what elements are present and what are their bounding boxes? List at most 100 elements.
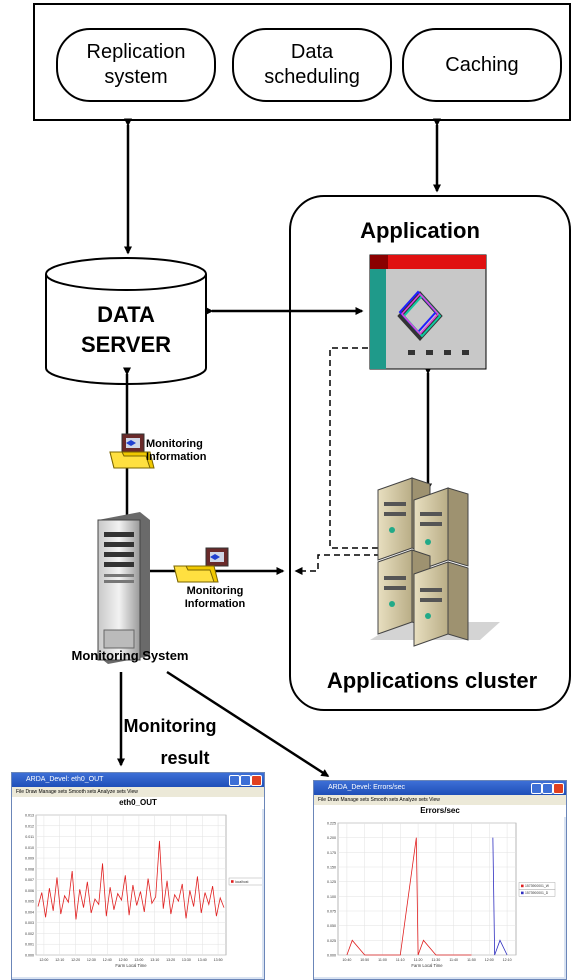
- x-tick-label: 10:50: [360, 958, 369, 962]
- x-tick-label: 11:00: [378, 958, 387, 962]
- x-tick-label: 12:20: [71, 958, 80, 962]
- chart-eth0: 0.000 0.001 0.002 0.003 0.004 0.005 0.006 0.007…: [12, 809, 262, 977]
- y-tick-label: 0.100: [327, 895, 336, 899]
- y-tick-label: 0.025: [327, 939, 336, 943]
- y-tick-label: 0.050: [327, 924, 336, 928]
- replication-system-node: Replication system: [56, 28, 216, 102]
- x-tick-label: 11:10: [396, 958, 405, 962]
- chart-title: eth0_OUT: [12, 797, 264, 809]
- y-tick-label: 0.000: [25, 954, 34, 958]
- x-tick-label: 12:10: [503, 958, 512, 962]
- folder-icon-bottom: [173, 547, 229, 583]
- y-tick-label: 0.006: [25, 889, 34, 893]
- x-tick-label: 13:20: [166, 958, 175, 962]
- menu-bar[interactable]: File Draw Manage sets Smooth sets Analyz…: [12, 787, 264, 797]
- application-window-icon: [369, 254, 487, 370]
- x-tick-label: 12:10: [55, 958, 64, 962]
- menu-bar[interactable]: File Draw Manage sets Smooth sets Analyz…: [314, 795, 566, 805]
- chart-window-title-bar: ARDA_Devel: eth0_OUT: [12, 773, 264, 787]
- maximize-button[interactable]: [542, 783, 553, 794]
- x-axis-label: Farm Local Time: [115, 963, 147, 968]
- chart-title: Errors/sec: [314, 805, 566, 817]
- monitoring-information-label-1: Monitoring Information: [146, 438, 207, 463]
- y-tick-label: 0.013: [25, 814, 34, 818]
- chart-errors: 0.000 0.025 0.050 0.075 0.100 0.125 0.150 0.175…: [314, 817, 564, 977]
- legend-swatch: [521, 884, 524, 888]
- legend-box: [228, 877, 262, 886]
- y-tick-label: 0.000: [327, 954, 336, 958]
- series-line: [37, 840, 225, 920]
- x-tick-label: 12:50: [119, 958, 128, 962]
- y-tick-label: 0.007: [25, 878, 34, 882]
- window-title: ARDA_Devel: Errors/sec: [328, 784, 406, 791]
- x-tick-label: 11:30: [432, 958, 441, 962]
- monitoring-server-icon: [97, 512, 150, 664]
- chart-window-errors: ARDA_Devel: Errors/sec File Draw Manage …: [313, 780, 567, 980]
- legend-swatch: [521, 891, 524, 895]
- minimize-button[interactable]: [531, 783, 542, 794]
- series-line: [346, 837, 472, 956]
- x-tick-label: 13:40: [198, 958, 207, 962]
- application-label: Application: [360, 218, 480, 243]
- window-title: ARDA_Devel: eth0_OUT: [26, 776, 104, 783]
- arrow-monitor-errors: [166, 670, 330, 778]
- monitoring-system-label: Monitoring System: [71, 648, 189, 663]
- data-server-label: DATA SERVER: [80, 302, 172, 357]
- maximize-button[interactable]: [240, 775, 251, 786]
- y-tick-label: 0.009: [25, 857, 34, 861]
- legend-label: 1573900001_D: [525, 891, 549, 895]
- minimize-button[interactable]: [229, 775, 240, 786]
- y-tick-label: 0.005: [25, 900, 34, 904]
- x-tick-label: 11:40: [449, 958, 458, 962]
- x-tick-label: 11:20: [414, 958, 423, 962]
- close-button[interactable]: [553, 783, 564, 794]
- y-tick-label: 0.125: [327, 880, 336, 884]
- x-tick-label: 12:40: [103, 958, 112, 962]
- y-tick-label: 0.075: [327, 910, 336, 914]
- close-button[interactable]: [251, 775, 262, 786]
- y-tick-label: 0.002: [25, 932, 34, 936]
- legend-label: 1573900001_W: [525, 884, 550, 888]
- series-line: [492, 837, 508, 956]
- y-tick-label: 0.150: [327, 866, 336, 870]
- plot-area: [337, 822, 517, 956]
- x-tick-label: 13:30: [182, 958, 191, 962]
- y-tick-label: 0.011: [25, 835, 34, 839]
- data-scheduling-node: Data scheduling: [232, 28, 392, 102]
- monitoring-result-label-1: Monitoring: [123, 716, 217, 736]
- legend-label: localhost: [235, 880, 248, 884]
- x-tick-label: 13:00: [134, 958, 143, 962]
- y-tick-label: 0.225: [327, 822, 336, 826]
- plot-area: [35, 814, 227, 956]
- chart-window-title-bar: ARDA_Devel: Errors/sec: [314, 781, 566, 795]
- x-axis-label: Farm Local Time: [411, 963, 443, 968]
- monitoring-information-label-2: Monitoring Information: [184, 585, 246, 610]
- y-tick-label: 0.200: [327, 836, 336, 840]
- legend-swatch: [231, 880, 234, 883]
- x-tick-label: 11:50: [467, 958, 476, 962]
- x-tick-label: 12:00: [39, 958, 48, 962]
- y-tick-label: 0.012: [25, 824, 34, 828]
- dashed-cluster-monitor: [294, 554, 380, 575]
- server-cluster-icon: [370, 477, 500, 647]
- applications-cluster-label: Applications cluster: [326, 668, 538, 693]
- y-tick-label: 0.004: [25, 910, 34, 914]
- y-tick-label: 0.008: [25, 867, 34, 871]
- x-tick-label: 12:30: [87, 958, 96, 962]
- x-tick-label: 13:10: [150, 958, 159, 962]
- x-tick-label: 10:40: [342, 958, 351, 962]
- monitoring-result-label-2: result: [160, 748, 210, 768]
- y-tick-label: 0.010: [25, 846, 34, 850]
- y-tick-label: 0.001: [25, 943, 34, 947]
- y-tick-label: 0.175: [327, 851, 336, 855]
- caching-node: Caching: [402, 28, 562, 102]
- x-tick-label: 13:50: [214, 958, 223, 962]
- chart-window-eth0: ARDA_Devel: eth0_OUT File Draw Manage se…: [11, 772, 265, 980]
- dashed-app-cluster: [329, 347, 378, 549]
- legend-box: [518, 889, 556, 897]
- database-icon: [45, 257, 207, 385]
- y-tick-label: 0.003: [25, 921, 34, 925]
- folder-icon-top: [109, 433, 155, 469]
